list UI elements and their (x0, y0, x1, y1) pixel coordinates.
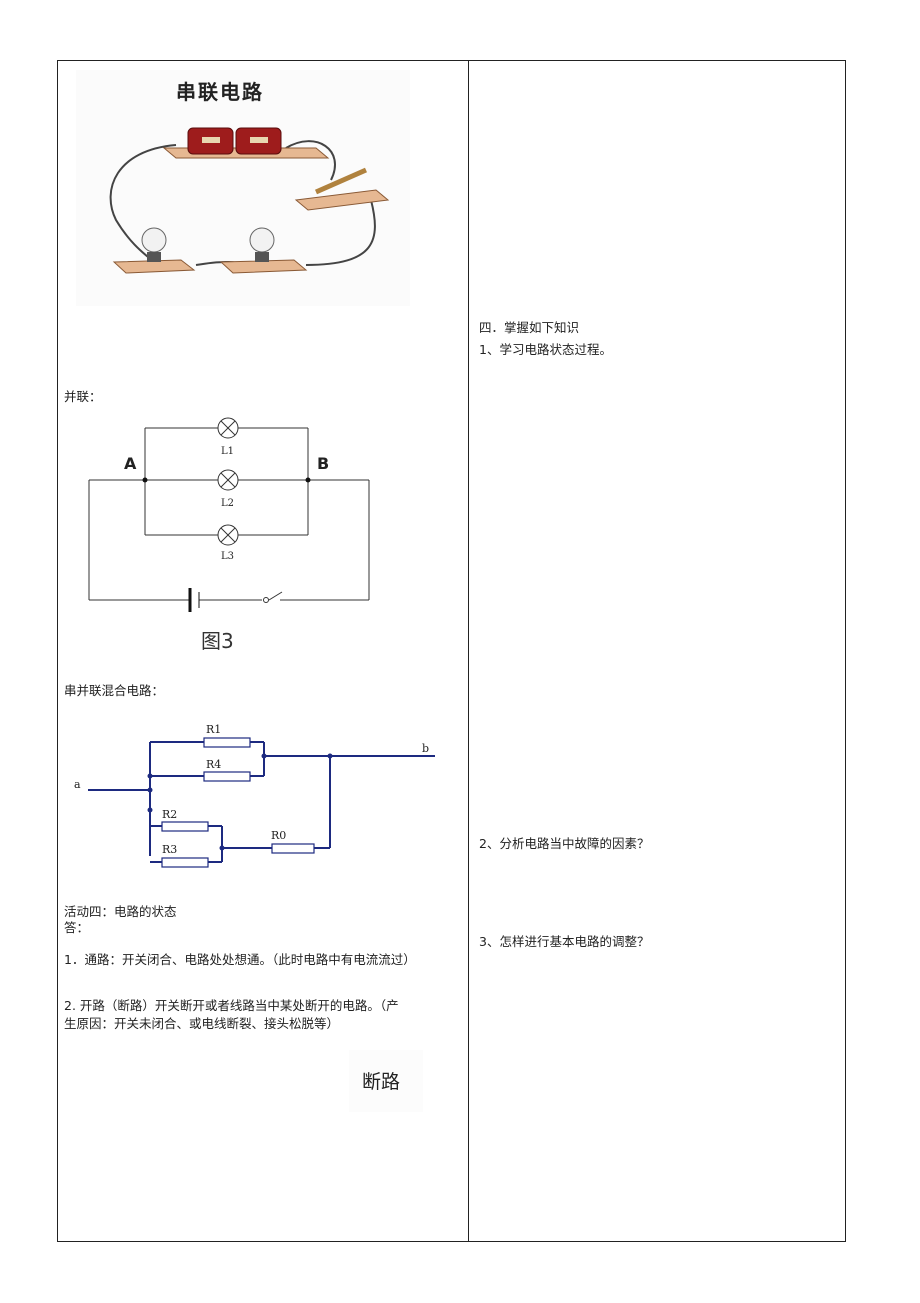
table-column-divider (468, 60, 469, 1242)
lamp-l2-label: L2 (221, 498, 235, 509)
broken-circuit-label: 断路 (362, 1071, 401, 1093)
series-circuit-drawing (109, 127, 390, 274)
answer-label: 答： (64, 920, 90, 935)
junction-dot (327, 753, 333, 759)
junction-dot (147, 787, 153, 793)
terminal-b-label: b (422, 742, 430, 755)
node-b-label: B (317, 454, 330, 473)
table-border-left (57, 60, 58, 1242)
broken-circuit-image: 断路 (349, 1050, 423, 1112)
switch-board (294, 189, 390, 211)
lamp-board-2 (219, 259, 308, 274)
mixed-circuit-heading: 串并联混合电路： (64, 683, 165, 698)
lamp-l1-symbol (217, 417, 239, 439)
activity-title: 活动四：电路的状态 (64, 904, 177, 919)
junction-dot (219, 845, 225, 851)
question-1: 1、学习电路状态过程。 (479, 342, 612, 357)
parallel-heading: 并联： (64, 389, 102, 404)
lamp-l3-label: L3 (221, 551, 235, 562)
junction-dot (147, 773, 153, 779)
resistor-r1-label: R1 (206, 723, 222, 736)
resistor-r2-label: R2 (162, 808, 178, 821)
lamp-l2-symbol (217, 469, 239, 491)
node-a-label: A (124, 454, 137, 473)
bulb-2 (249, 227, 275, 253)
resistor-r3-label: R3 (162, 843, 178, 856)
terminal-a-label: a (74, 778, 81, 791)
switch-contact (263, 597, 269, 603)
knowledge-section-title: 四．掌握如下知识 (479, 320, 580, 335)
question-3: 3、怎样进行基本电路的调整？ (479, 934, 650, 949)
junction-dot (147, 807, 153, 813)
table-border-top (57, 60, 846, 61)
state-item-open-circuit: 2. 开路（断路）开关断开或者线路当中某处断开的电路。（产生原因：开关未闭合、或… (64, 998, 399, 1031)
state-item-closed-circuit: 1．通路：开关闭合、电路处处想通。（此时电路中有电流流过） (64, 952, 416, 967)
table-border-right (845, 60, 846, 1242)
node-b-dot (305, 477, 311, 483)
series-circuit-image: 串联电路 (76, 70, 410, 306)
switch-lever (314, 167, 368, 195)
resistor-r1 (203, 737, 251, 748)
resistor-r0 (271, 843, 315, 854)
mixed-circuit-diagram (88, 737, 435, 868)
resistor-r2 (161, 821, 209, 832)
resistor-r0-label: R0 (271, 829, 287, 842)
junction-dot (261, 753, 267, 759)
table-border-bottom (57, 1241, 846, 1242)
resistor-r4-label: R4 (206, 758, 222, 771)
figure-caption: 图3 (201, 629, 234, 653)
resistor-r4 (203, 771, 251, 782)
lamp-l3-symbol (217, 524, 239, 546)
bulb-1 (141, 227, 167, 253)
resistor-r3 (161, 857, 209, 868)
series-circuit-title: 串联电路 (176, 80, 264, 104)
question-2: 2、分析电路当中故障的因素？ (479, 836, 650, 851)
lamp-l1-label: L1 (221, 446, 235, 457)
node-a-dot (142, 477, 148, 483)
parallel-circuit-diagram (88, 417, 370, 612)
